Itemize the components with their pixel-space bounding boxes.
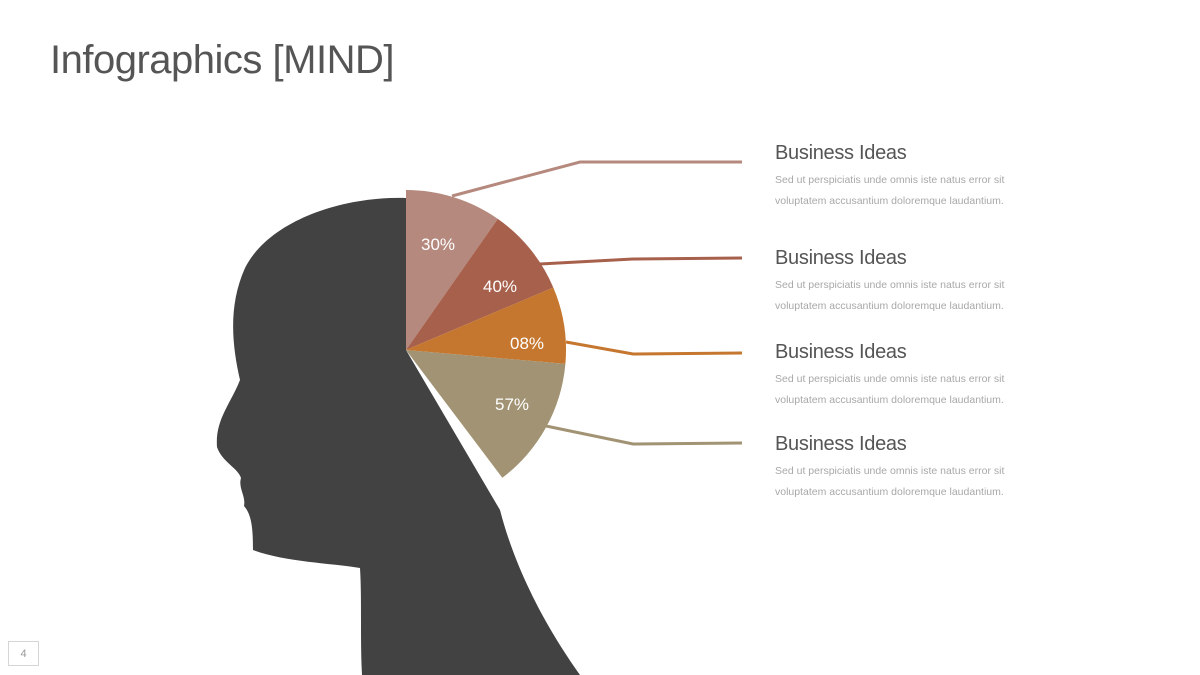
connector-line-4 [545, 424, 743, 446]
info-item-description: Sed ut perspiciatis unde omnis iste natu… [775, 373, 1005, 406]
info-item-3: Business Ideas Sed ut perspiciatis unde … [775, 340, 1105, 410]
info-item-title: Business Ideas [775, 433, 907, 455]
pie-slice-4 [406, 350, 566, 478]
info-item-title: Business Ideas [775, 142, 907, 164]
head-silhouette-icon [216, 197, 580, 675]
info-item-description: Sed ut perspiciatis unde omnis iste natu… [775, 465, 1005, 498]
pie-slice-2 [406, 218, 554, 350]
pie-chart: 30% 40% 08% 57% [406, 189, 567, 478]
slide-title: Infographics [MIND] [50, 38, 394, 82]
pie-slice-3 [406, 287, 567, 364]
info-item-2: Business Ideas Sed ut perspiciatis unde … [775, 246, 1105, 316]
pie-slice-label-1: 30% [421, 235, 455, 254]
info-item-title: Business Ideas [775, 247, 907, 269]
info-item-title: Business Ideas [775, 341, 907, 363]
pie-slice-label-2: 40% [483, 277, 517, 296]
pie-slice-label-3: 08% [510, 334, 544, 353]
pie-slice-1 [406, 189, 498, 350]
connector-line-2 [539, 256, 743, 266]
connector-line-1 [451, 160, 742, 198]
info-item-description: Sed ut perspiciatis unde omnis iste natu… [775, 174, 1005, 207]
info-item-1: Business Ideas Sed ut perspiciatis unde … [775, 141, 1105, 211]
info-item-description: Sed ut perspiciatis unde omnis iste natu… [775, 279, 1005, 312]
page-number: 4 [8, 641, 39, 666]
info-item-4: Business Ideas Sed ut perspiciatis unde … [775, 432, 1105, 502]
connector-lines [451, 160, 743, 446]
pie-slice-label-4: 57% [495, 395, 529, 414]
connector-line-3 [565, 340, 743, 356]
